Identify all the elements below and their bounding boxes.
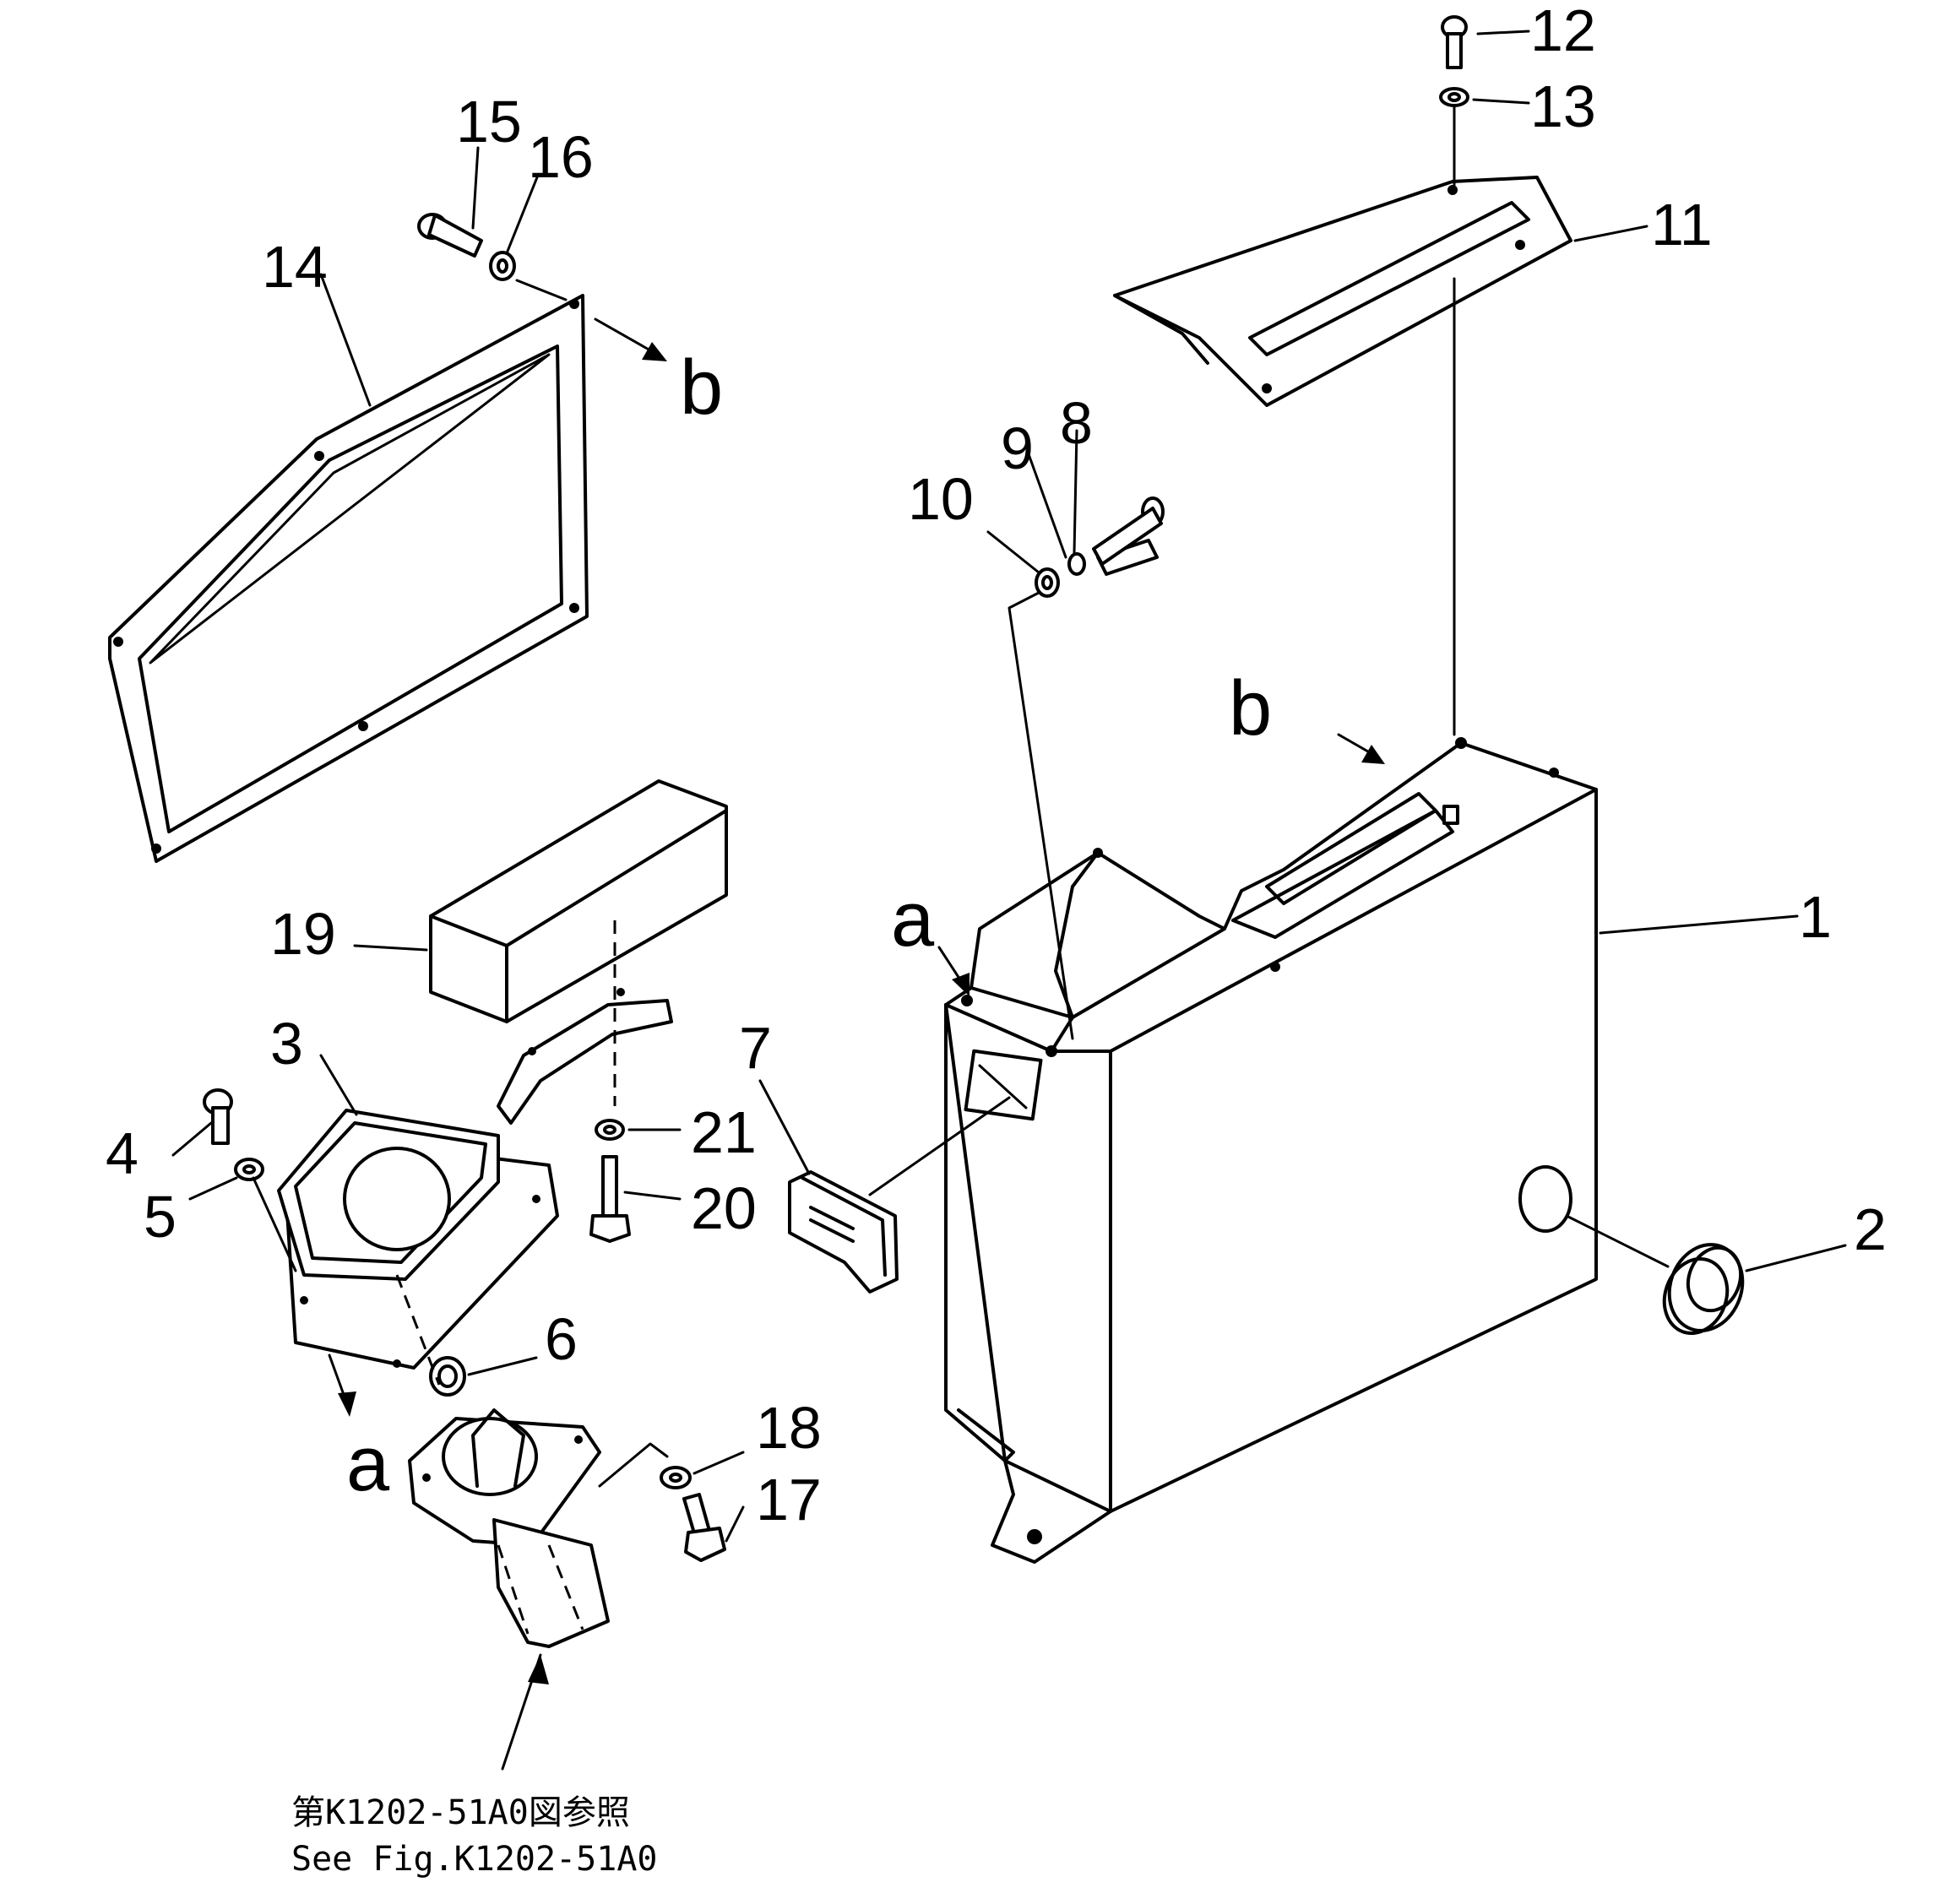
callout-6: 6 — [545, 1306, 578, 1372]
callout-2: 2 — [1854, 1196, 1887, 1262]
part-11-top-cover-plate — [1113, 176, 1572, 407]
callout-8: 8 — [1060, 390, 1093, 456]
callout-10: 10 — [908, 466, 974, 532]
callout-20: 20 — [691, 1175, 757, 1241]
part-7-pad — [788, 1170, 899, 1294]
note-jp: 第K1202-51A0図参照 — [291, 1793, 630, 1832]
part-18-washer — [660, 1466, 692, 1489]
lever-assembly — [408, 1408, 610, 1648]
assembly-line — [395, 1274, 441, 1386]
callout-9: 9 — [1001, 415, 1034, 481]
part-8-bolt — [1092, 496, 1165, 576]
callout-4: 4 — [106, 1120, 138, 1186]
part-12-bolt — [1441, 15, 1468, 69]
callout-3: 3 — [270, 1011, 303, 1077]
part-3-bracket-boot — [277, 988, 673, 1370]
part-1-console-box — [944, 737, 1598, 1564]
callout-7: 7 — [739, 1015, 772, 1081]
assembly-line — [598, 1442, 669, 1488]
note-en: See Fig.K1202-51A0 — [291, 1840, 657, 1879]
part-9-washer — [1067, 552, 1086, 576]
callout-12: 12 — [1530, 0, 1596, 63]
ref-b-right: b — [1229, 665, 1272, 751]
leader-lines — [171, 30, 1847, 1771]
part-16-washer — [489, 251, 516, 281]
part-6-grommet — [429, 1356, 466, 1397]
part-20-bolt — [589, 1155, 631, 1243]
callout-16: 16 — [528, 124, 594, 190]
assembly-line — [1008, 591, 1074, 1040]
part-21-washer — [595, 1119, 625, 1141]
callout-labels: 12 13 11 15 16 14 8 9 10 1 2 19 3 7 4 5 … — [106, 0, 1887, 1532]
callout-1: 1 — [1799, 884, 1832, 950]
part-13-washer — [1439, 87, 1469, 107]
callout-13: 13 — [1530, 73, 1596, 139]
callout-21: 21 — [691, 1099, 757, 1165]
reference-note: 第K1202-51A0図参照 See Fig.K1202-51A0 — [291, 1793, 657, 1879]
part-10-washer — [1035, 567, 1060, 598]
callout-19: 19 — [270, 901, 336, 967]
reference-arrows — [328, 317, 1385, 1684]
callout-18: 18 — [756, 1395, 822, 1461]
part-4-screw — [203, 1088, 233, 1145]
part-15-screw — [417, 213, 483, 258]
part-19-block — [429, 779, 728, 1023]
reference-letters: b b a a — [346, 344, 1272, 1507]
part-14-side-frame — [108, 294, 589, 863]
part-2-grommet — [1662, 1243, 1745, 1336]
ref-a-bottom: a — [346, 1421, 390, 1507]
assembly-line — [868, 1096, 1011, 1196]
assembly-line — [1565, 1214, 1670, 1268]
callout-15: 15 — [456, 89, 522, 155]
callout-17: 17 — [756, 1467, 822, 1532]
part-17-bolt — [682, 1493, 726, 1562]
callout-14: 14 — [262, 234, 328, 300]
ref-b-top: b — [680, 344, 723, 431]
part-5-washer — [234, 1158, 264, 1181]
assembly-line — [252, 1176, 297, 1272]
ref-a-top: a — [891, 876, 935, 963]
assembly-line — [515, 279, 568, 301]
callout-11: 11 — [1651, 192, 1713, 258]
callout-5: 5 — [144, 1184, 177, 1250]
